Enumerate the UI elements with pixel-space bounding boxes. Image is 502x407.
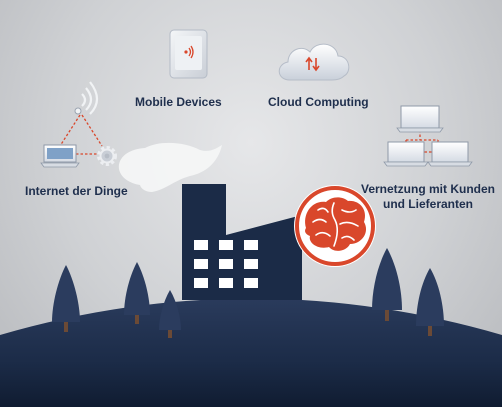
iot-connection-lines — [59, 114, 103, 155]
gear-icon — [97, 146, 117, 166]
network-computers-icon — [383, 105, 473, 167]
label-vernetzung: Vernetzung mit Kunden und Lieferanten — [360, 182, 496, 212]
factory-windows — [194, 240, 258, 288]
cloud-icon — [278, 43, 350, 81]
ground-hill — [0, 298, 502, 407]
label-vernetzung-line1: Vernetzung mit Kunden — [360, 182, 495, 196]
label-mobile-devices: Mobile Devices — [135, 95, 222, 109]
mobile-device-icon — [169, 29, 208, 79]
factory-icon — [182, 184, 302, 300]
smoke-cloud — [118, 142, 222, 192]
tree-icon — [124, 262, 150, 324]
label-vernetzung-line2: und Lieferanten — [382, 197, 473, 211]
label-internet-der-dinge: Internet der Dinge — [25, 184, 128, 198]
tree-icon — [159, 290, 181, 338]
tree-icon — [372, 248, 402, 321]
brain-icon — [294, 185, 376, 267]
laptop-icon — [40, 144, 80, 168]
tree-icon — [416, 268, 444, 336]
wifi-icon — [74, 81, 99, 115]
label-cloud-computing: Cloud Computing — [268, 95, 369, 109]
tree-icon — [52, 265, 80, 332]
